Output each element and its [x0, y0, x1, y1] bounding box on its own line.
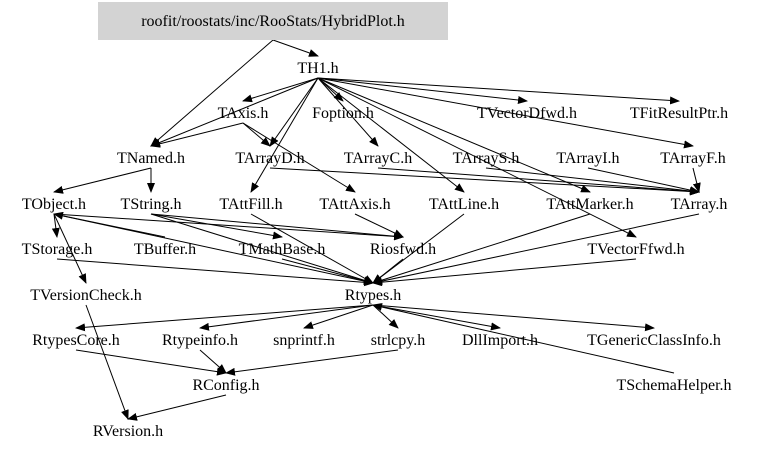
node-tarrayf[interactable]: TArrayF.h	[660, 150, 725, 167]
node-strlcpy[interactable]: strlcpy.h	[371, 332, 426, 349]
edge-th1-to-tvectordfwd	[317, 77, 528, 104]
node-tattfill[interactable]: TAttFill.h	[219, 196, 282, 213]
edge-taxis-to-tattaxis	[242, 122, 356, 193]
edge-th1-to-taxis	[242, 77, 319, 103]
edge-th1-to-tattline	[317, 77, 465, 193]
edge-root-to-tnamed	[150, 39, 274, 147]
node-tattmarker[interactable]: TAttMarker.h	[546, 196, 633, 213]
edge-th1-to-tarrayc	[317, 77, 379, 147]
node-tarrayi[interactable]: TArrayI.h	[556, 150, 619, 167]
edge-tarrays-to-tarray	[485, 167, 700, 195]
edge-tbuffer-to-tobject	[53, 211, 166, 238]
edge-tstorage-to-rtypes	[56, 258, 374, 287]
node-tnamed[interactable]: TNamed.h	[117, 150, 185, 167]
edge-rtypescore-to-rconfig	[75, 349, 227, 376]
edge-tarray-to-rtypes	[372, 213, 700, 286]
node-tvectordfwd[interactable]: TVectorDfwd.h	[477, 105, 577, 122]
edge-tversioncheck-to-rversion	[85, 304, 129, 420]
edge-tarrayc-to-tarray	[377, 167, 700, 196]
edge-th1-to-tarrayf	[317, 77, 694, 149]
edge-th1-to-tnamed	[150, 77, 319, 147]
node-th1[interactable]: TH1.h	[297, 60, 338, 77]
edge-th1-to-tfitresultptr	[317, 77, 680, 105]
edge-taxis-to-tnamed	[150, 122, 244, 148]
edge-tobject-to-tversioncheck	[53, 213, 87, 284]
edge-tvectorffwd-to-rtypes	[372, 258, 637, 287]
edge-rtypes-to-dllimport	[372, 304, 501, 331]
node-tstorage[interactable]: TStorage.h	[22, 241, 93, 258]
node-tgenericclassinfo[interactable]: TGenericClassInfo.h	[587, 332, 721, 349]
edge-root-to-th1	[272, 39, 319, 57]
edge-tstring-to-tmathbase	[150, 213, 283, 240]
node-tvectorffwd[interactable]: TVectorFfwd.h	[587, 241, 684, 258]
node-foption[interactable]: Foption.h	[312, 105, 374, 122]
root-node-label: roofit/roostats/inc/RooStats/HybridPlot.…	[141, 13, 405, 30]
edge-th1-to-tattfill	[250, 77, 319, 193]
node-tschemahelper[interactable]: TSchemaHelper.h	[616, 377, 731, 394]
node-rversion[interactable]: RVersion.h	[93, 423, 163, 440]
node-riosfwd[interactable]: Riosfwd.h	[370, 241, 436, 258]
node-tattline[interactable]: TAttLine.h	[429, 196, 499, 213]
node-tattaxis[interactable]: TAttAxis.h	[319, 196, 390, 213]
edge-rconfig-to-rversion	[127, 394, 227, 421]
edge-tattmarker-to-rtypes	[372, 213, 591, 285]
node-tarray[interactable]: TArray.h	[671, 196, 728, 213]
node-rtypescore[interactable]: RtypesCore.h	[32, 332, 120, 349]
edge-tobject-to-riosfwd	[53, 213, 404, 241]
edge-rtypes-to-snprintf	[303, 304, 374, 329]
edge-th1-to-tvectorffwd	[317, 77, 637, 238]
edges	[51, 39, 701, 421]
node-rconfig[interactable]: RConfig.h	[192, 377, 259, 394]
edge-tattfill-to-rtypes	[250, 213, 374, 284]
edge-riosfwd-to-rtypes	[372, 258, 404, 284]
edge-th1-to-tattmarker	[317, 77, 591, 193]
edge-rtypes-to-rtypescore	[75, 304, 374, 332]
edge-tstring-to-riosfwd	[150, 213, 404, 241]
edge-rtypeinfo-to-rconfig	[199, 349, 227, 374]
edge-taxis-to-tarrayd	[242, 122, 271, 147]
node-rtypes[interactable]: Rtypes.h	[345, 287, 401, 304]
node-tmathbase[interactable]: TMathBase.h	[239, 241, 326, 258]
edge-rtypes-to-tgenericclassinfo	[372, 304, 655, 332]
node-dllimport[interactable]: DllImport.h	[462, 332, 538, 349]
root-node-box	[98, 2, 448, 40]
node-snprintf[interactable]: snprintf.h	[273, 332, 335, 349]
node-rtypeinfo[interactable]: Rtypeinfo.h	[162, 332, 238, 349]
node-tobject[interactable]: TObject.h	[22, 196, 86, 213]
edge-th1-to-tarrayd	[269, 77, 319, 147]
node-tstring[interactable]: TString.h	[121, 196, 182, 213]
edge-tarrayf-to-tarray	[692, 167, 701, 193]
node-tarrays[interactable]: TArrayS.h	[453, 150, 520, 167]
edge-tarrayd-to-tarray	[269, 167, 700, 196]
edge-tarrayi-to-tarray	[587, 167, 700, 195]
edge-tschemahelper-to-rtypes	[372, 303, 675, 374]
node-tfitresultptr[interactable]: TFitResultPtr.h	[630, 105, 728, 122]
edge-tnamed-to-tobject	[53, 167, 152, 194]
edge-strlcpy-to-rconfig	[225, 349, 399, 376]
node-tbuffer[interactable]: TBuffer.h	[134, 241, 196, 258]
root-node[interactable]: roofit/roostats/inc/RooStats/HybridPlot.…	[98, 2, 448, 40]
edge-tstring-to-rtypes	[150, 213, 374, 285]
edge-rtypes-to-rtypeinfo	[199, 304, 374, 331]
node-taxis[interactable]: TAxis.h	[218, 105, 269, 122]
node-tversioncheck[interactable]: TVersionCheck.h	[30, 287, 142, 304]
node-tarrayc[interactable]: TArrayC.h	[344, 150, 412, 167]
edge-tattaxis-to-riosfwd	[354, 213, 404, 238]
edge-tmathbase-to-rtypes	[281, 258, 374, 285]
node-tarrayd[interactable]: TArrayD.h	[235, 150, 304, 167]
